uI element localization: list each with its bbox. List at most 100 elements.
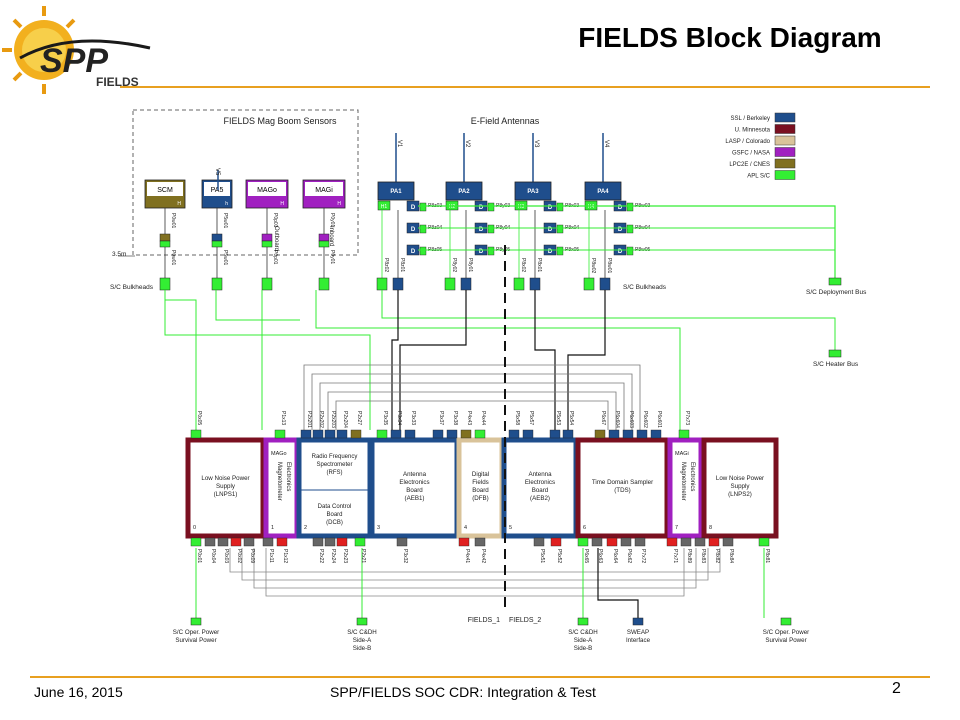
- board-text: Supply: [731, 483, 751, 490]
- wiring: [164, 205, 842, 618]
- sc-bulkheads-right: S/C Bulkheads: [623, 284, 667, 291]
- antenna-bottom-label: P8z02: [383, 258, 389, 272]
- antenna-signal-wire: [567, 290, 606, 430]
- antenna-name: PA1: [390, 189, 402, 195]
- top-connector-label: P5x58: [514, 411, 520, 425]
- bottom-connector: [190, 537, 202, 547]
- bottom-connector: [606, 537, 618, 547]
- interface-label: Side-B: [353, 645, 372, 652]
- sc-heater-bus: S/C Heater Bus: [813, 361, 859, 368]
- antenna-bottom-label: P8z01: [399, 258, 405, 272]
- top-connector: [608, 429, 620, 439]
- antenna-side-connector: [487, 224, 495, 234]
- top-connector-label: P5x57: [528, 411, 534, 425]
- top-connector: [324, 429, 336, 439]
- bottom-connector: [758, 537, 770, 547]
- board-text: Antenna: [403, 471, 427, 478]
- bottom-bus-wire: [253, 548, 697, 589]
- board-text: Electronics: [399, 479, 429, 486]
- board-6: [575, 437, 670, 539]
- bottom-connector: [217, 537, 229, 547]
- bottom-connector-label: P2x24: [330, 549, 336, 563]
- board-text: Magnetometer: [276, 462, 282, 501]
- top-connector-label: P1x13: [280, 411, 286, 425]
- bottom-connector: [708, 537, 720, 547]
- antenna-bottom-label: P8y01: [467, 258, 473, 272]
- mag-boom-title: FIELDS Mag Boom Sensors: [223, 116, 337, 126]
- legend-label: LPC2E / CNES: [729, 162, 770, 168]
- sensor-connector-mate: [159, 240, 171, 248]
- bottom-connector-label: P8x84: [728, 549, 734, 563]
- top-connector: [432, 429, 444, 439]
- antenna-v-label: V4: [603, 140, 609, 148]
- antenna-driver-label: D: [411, 249, 416, 255]
- antenna-signal-wire: [399, 290, 467, 430]
- bottom-connector-label: P4x41: [464, 549, 470, 563]
- board-text: Board: [326, 512, 342, 518]
- board-text: Time Domain Sampler: [592, 479, 653, 486]
- bottom-connector: [680, 537, 692, 547]
- sensor-label-bg: [248, 182, 286, 196]
- bottom-connector-label: P2x22: [318, 549, 324, 563]
- top-connector: [508, 429, 520, 439]
- bottom-connector: [620, 537, 632, 547]
- slide-title: FIELDS Block Diagram: [578, 22, 882, 53]
- bulkhead-connector: [261, 277, 273, 291]
- board-2: [296, 437, 373, 539]
- bottom-connector: [694, 537, 706, 547]
- board-text: Antenna: [528, 471, 552, 478]
- antenna-heater-label: H4: [588, 204, 595, 210]
- board-text: (LNPS1): [214, 491, 238, 498]
- board-slot: 3: [377, 525, 380, 531]
- top-connector-label: P2x27: [356, 411, 362, 425]
- bottom-connector-label: P8x82: [714, 549, 720, 563]
- bottom-connector: [312, 537, 324, 547]
- lnps-wire: [165, 299, 197, 430]
- sweap-wire: [597, 548, 639, 618]
- interface-label: Side-A: [574, 637, 593, 644]
- sensor-connector-label: P0w01: [170, 213, 176, 229]
- legend-swatch: [774, 170, 796, 180]
- top-connector-label: P3x34: [396, 411, 402, 425]
- top-connector: [390, 429, 402, 439]
- spp-fields-logo: SPP FIELDS: [0, 0, 160, 100]
- antenna-heater-label: H1: [381, 204, 388, 210]
- board-0: [185, 437, 266, 539]
- bottom-connector: [336, 537, 348, 547]
- antenna-bottom-label: P8x02: [520, 258, 526, 272]
- sc-deployment-bus: S/C Deployment Bus: [806, 289, 867, 296]
- sc-bulkheads-left: S/C Bulkheads: [110, 284, 154, 291]
- bottom-connector-label: P2x23: [342, 549, 348, 563]
- antenna-driver-label: D: [548, 249, 553, 255]
- board-sub: MAGo: [271, 451, 287, 457]
- sensor-heater-wire: [315, 290, 681, 430]
- interface-label: Side-B: [574, 645, 593, 652]
- interface-label: Side-A: [353, 637, 372, 644]
- antenna-bulk-connector: [392, 277, 404, 291]
- board-text: (TDS): [614, 487, 631, 494]
- efield-title: E-Field Antennas: [471, 116, 540, 126]
- top-connector: [312, 429, 324, 439]
- bottom-connector-label: P8x81: [764, 549, 770, 563]
- sensor-connector-label: P0p01: [272, 213, 278, 228]
- bottom-connector: [396, 537, 408, 547]
- top-connector-label: P5x53: [555, 411, 561, 425]
- top-connector: [678, 429, 690, 439]
- bottom-connector-label: P0x03: [223, 549, 229, 563]
- antenna-bottom-label: P8x01: [536, 258, 542, 272]
- interface-connector: [356, 617, 368, 626]
- antenna-heater-label: H3: [518, 204, 525, 210]
- antenna-pa2: [445, 181, 483, 201]
- sensor-name: PA5: [211, 187, 224, 194]
- antenna-side-connector: [419, 246, 427, 256]
- bottom-bus-wire: [265, 548, 685, 597]
- bottom-connector: [276, 537, 288, 547]
- bottom-connector: [666, 537, 678, 547]
- bulkhead-connector: [211, 277, 223, 291]
- antenna-side-connector: [626, 224, 634, 234]
- board-text: Board: [532, 487, 549, 494]
- antenna-side-connector: [419, 202, 427, 212]
